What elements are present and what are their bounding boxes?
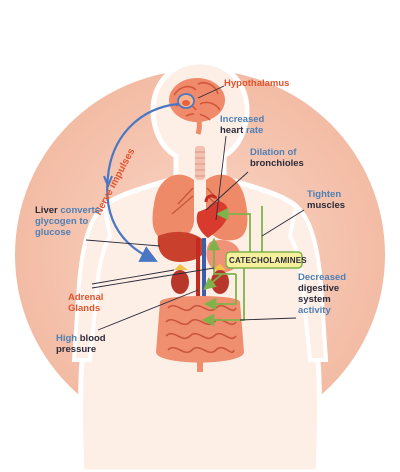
- blood-pressure-label: High blood pressure: [56, 333, 106, 355]
- muscles-line2: muscles: [307, 200, 346, 211]
- bronchioles-line1: Dilation of: [250, 147, 297, 158]
- digestive-line3: system: [298, 294, 331, 305]
- trachea: [195, 146, 205, 180]
- catecholamines-text: CATECHOLAMINES: [229, 256, 307, 265]
- digestive-line2: digestive: [298, 283, 340, 294]
- bronchioles-line2: bronchioles: [250, 158, 304, 169]
- liver-line3: glucose: [35, 227, 71, 238]
- heart-rate-line2a: heart: [220, 125, 244, 136]
- muscles-line1: Tighten: [307, 189, 342, 200]
- leader-lines: [85, 85, 305, 331]
- catecholamines-label: CATECHOLAMINES: [229, 255, 307, 266]
- bp-line2: pressure: [56, 344, 97, 355]
- nerve-impulse-arrow: [106, 102, 179, 262]
- bp-line1b: blood: [79, 333, 106, 344]
- liver-line1b: converts: [60, 205, 100, 216]
- digestive-line4: activity: [298, 305, 331, 316]
- bp-line1a: High: [56, 333, 78, 344]
- nerve-arrowhead-icon: [103, 175, 113, 189]
- adrenal-line1: Adrenal: [68, 292, 104, 303]
- heart-rate-label: Increased heart rate: [220, 114, 264, 136]
- aorta: [204, 194, 218, 203]
- adrenal-line2: Glands: [68, 303, 101, 314]
- heart-rate-line2b: rate: [245, 125, 264, 136]
- blood-vessels: [196, 238, 206, 308]
- bronchioles-label: Dilation of bronchioles: [250, 147, 304, 169]
- digestive-line1: Decreased: [298, 272, 347, 283]
- liver-label: Liver converts glycogen to glucose: [35, 205, 100, 238]
- brain: [169, 78, 225, 135]
- hypothalamus-label: Hypothalamus: [224, 78, 289, 89]
- liver-line1a: Liver: [35, 205, 58, 216]
- digestive-label: Decreased digestive system activity: [298, 272, 346, 316]
- catecholamines-box: [225, 251, 303, 269]
- liver: [157, 231, 207, 262]
- adrenal-glands: [174, 264, 226, 270]
- heart-rate-line1: Increased: [220, 114, 265, 125]
- muscles-label: Tighten muscles: [307, 189, 345, 211]
- adrenal-label: Adrenal Glands: [68, 292, 103, 314]
- hypothalamus-text: Hypothalamus: [224, 78, 290, 89]
- liver-line2: glycogen to: [35, 216, 89, 227]
